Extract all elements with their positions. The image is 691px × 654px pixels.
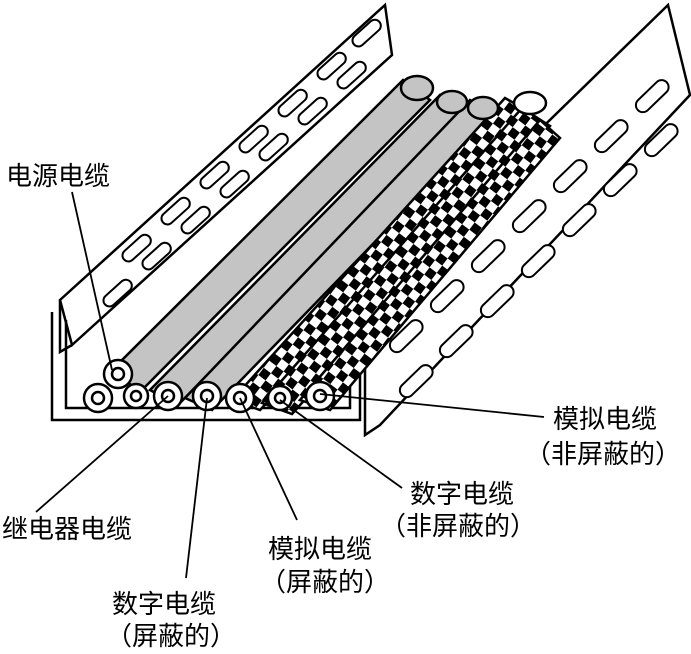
label-analog-unshielded-note: （非屏蔽的） (525, 440, 682, 470)
cable-bodies (110, 78, 562, 416)
label-power-cable: 电源电缆 (6, 162, 111, 192)
label-digital-unshielded-note: （非屏蔽的） (380, 512, 537, 542)
cable-end (129, 389, 143, 403)
cable-end (273, 391, 287, 405)
cable-end (110, 366, 126, 382)
tray-left-wall (58, 2, 394, 355)
label-digital-unshielded: 数字电缆 (410, 480, 515, 510)
cable-end (312, 388, 328, 404)
leader-lines (35, 191, 545, 579)
label-analog-shielded: 模拟电缆 (268, 535, 373, 565)
tray-right-wall (363, 2, 691, 438)
label-digital-shielded: 数字电缆 (112, 590, 217, 620)
cable-far-ends (399, 74, 548, 121)
label-digital-shielded-note: （屏蔽的） (106, 622, 237, 652)
label-analog-unshielded: 模拟电缆 (553, 405, 658, 435)
cable-end (90, 390, 106, 406)
label-relay-cable: 继电器电缆 (2, 515, 133, 545)
label-analog-shielded-note: （屏蔽的） (260, 568, 391, 598)
